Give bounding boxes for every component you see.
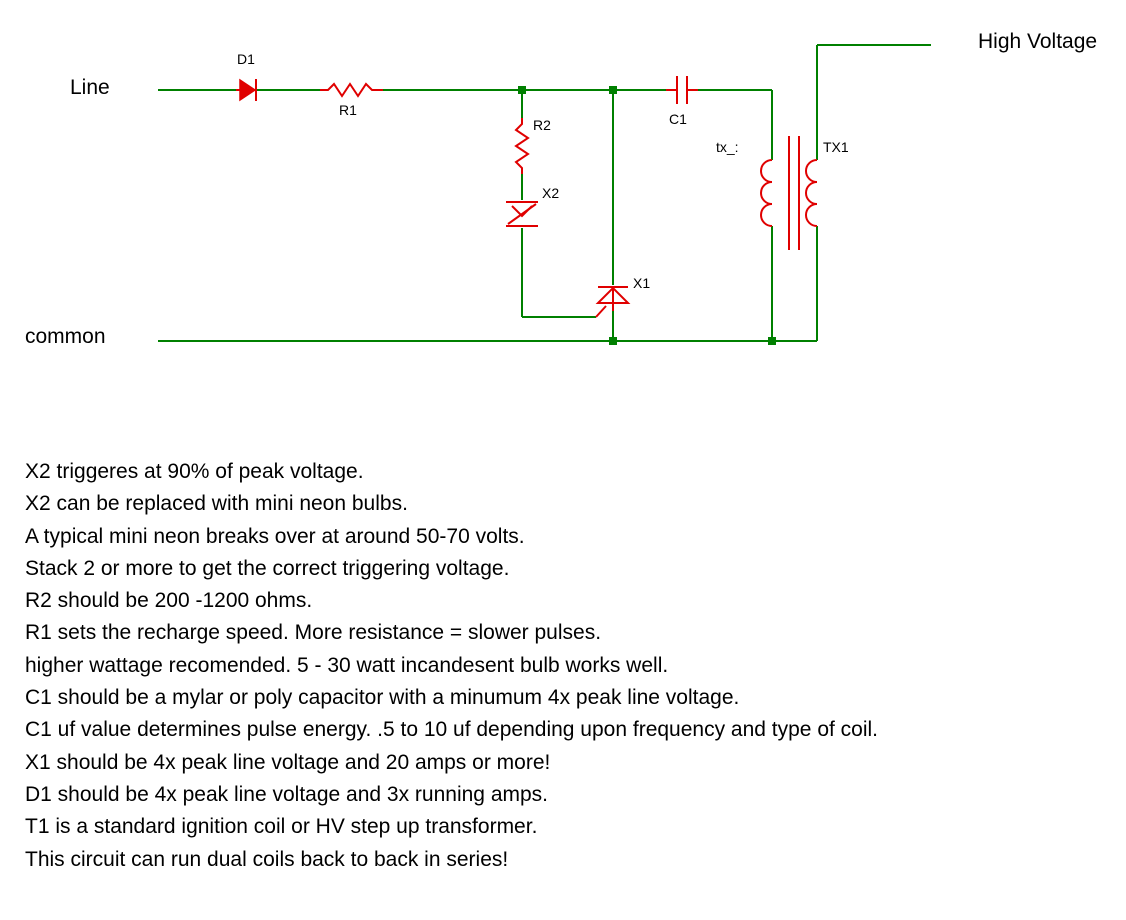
circuit-schematic: Line common High Voltage D1 R1 xyxy=(25,30,1097,348)
diode-d1: D1 xyxy=(236,51,257,102)
resistor-r2-zigzag xyxy=(514,118,530,174)
common-terminal-label: common xyxy=(25,325,106,348)
note-line: A typical mini neon breaks over at aroun… xyxy=(25,524,525,548)
tx-primary-label: tx_: xyxy=(716,139,739,155)
junction-dot xyxy=(609,337,617,345)
x1-gate xyxy=(595,305,607,318)
tx1-label: TX1 xyxy=(823,139,849,155)
r1-label: R1 xyxy=(339,102,357,118)
transformer-tx1: tx_: TX1 xyxy=(716,136,849,250)
resistor-r1: R1 xyxy=(320,82,383,118)
note-line: R1 sets the recharge speed. More resista… xyxy=(25,621,602,645)
note-line: X2 can be replaced with mini neon bulbs. xyxy=(25,492,408,516)
note-line: D1 should be 4x peak line voltage and 3x… xyxy=(25,782,549,806)
c1-label: C1 xyxy=(669,111,687,127)
x2-chevron xyxy=(511,205,533,218)
wires xyxy=(158,44,931,342)
junction-dot xyxy=(518,86,526,94)
trigger-x2: X2 xyxy=(506,185,559,227)
tx1-secondary-coil xyxy=(805,159,818,227)
note-line: C1 uf value determines pulse energy. .5 … xyxy=(25,718,879,742)
resistor-r2: R2 xyxy=(514,117,551,174)
capacitor-c1: C1 xyxy=(666,76,698,127)
resistor-r1-zigzag xyxy=(320,82,383,98)
diode-d1-triangle xyxy=(239,78,257,102)
junction-dot xyxy=(768,337,776,345)
note-line: T1 is a standard ignition coil or HV ste… xyxy=(25,815,538,839)
scr-x1: X1 xyxy=(595,275,650,318)
high-voltage-terminal-label: High Voltage xyxy=(978,30,1097,53)
note-line: X2 triggeres at 90% of peak voltage. xyxy=(25,460,364,483)
junctions xyxy=(518,86,776,345)
note-line: C1 should be a mylar or poly capacitor w… xyxy=(25,686,740,710)
note-line: R2 should be 200 -1200 ohms. xyxy=(25,589,313,613)
tx1-primary-coil xyxy=(760,159,773,227)
x2-label: X2 xyxy=(542,185,559,201)
note-line: higher wattage recomended. 5 - 30 watt i… xyxy=(25,653,669,677)
note-line: Stack 2 or more to get the correct trigg… xyxy=(25,556,510,580)
note-line: X1 should be 4x peak line voltage and 20… xyxy=(25,750,551,774)
notes-list: X2 triggeres at 90% of peak voltage. X2 … xyxy=(25,456,878,876)
x1-label: X1 xyxy=(633,275,650,291)
d1-label: D1 xyxy=(237,51,255,67)
r2-label: R2 xyxy=(533,117,551,133)
line-terminal-label: Line xyxy=(70,76,110,99)
junction-dot xyxy=(609,86,617,94)
note-line: This circuit can run dual coils back to … xyxy=(25,847,509,871)
